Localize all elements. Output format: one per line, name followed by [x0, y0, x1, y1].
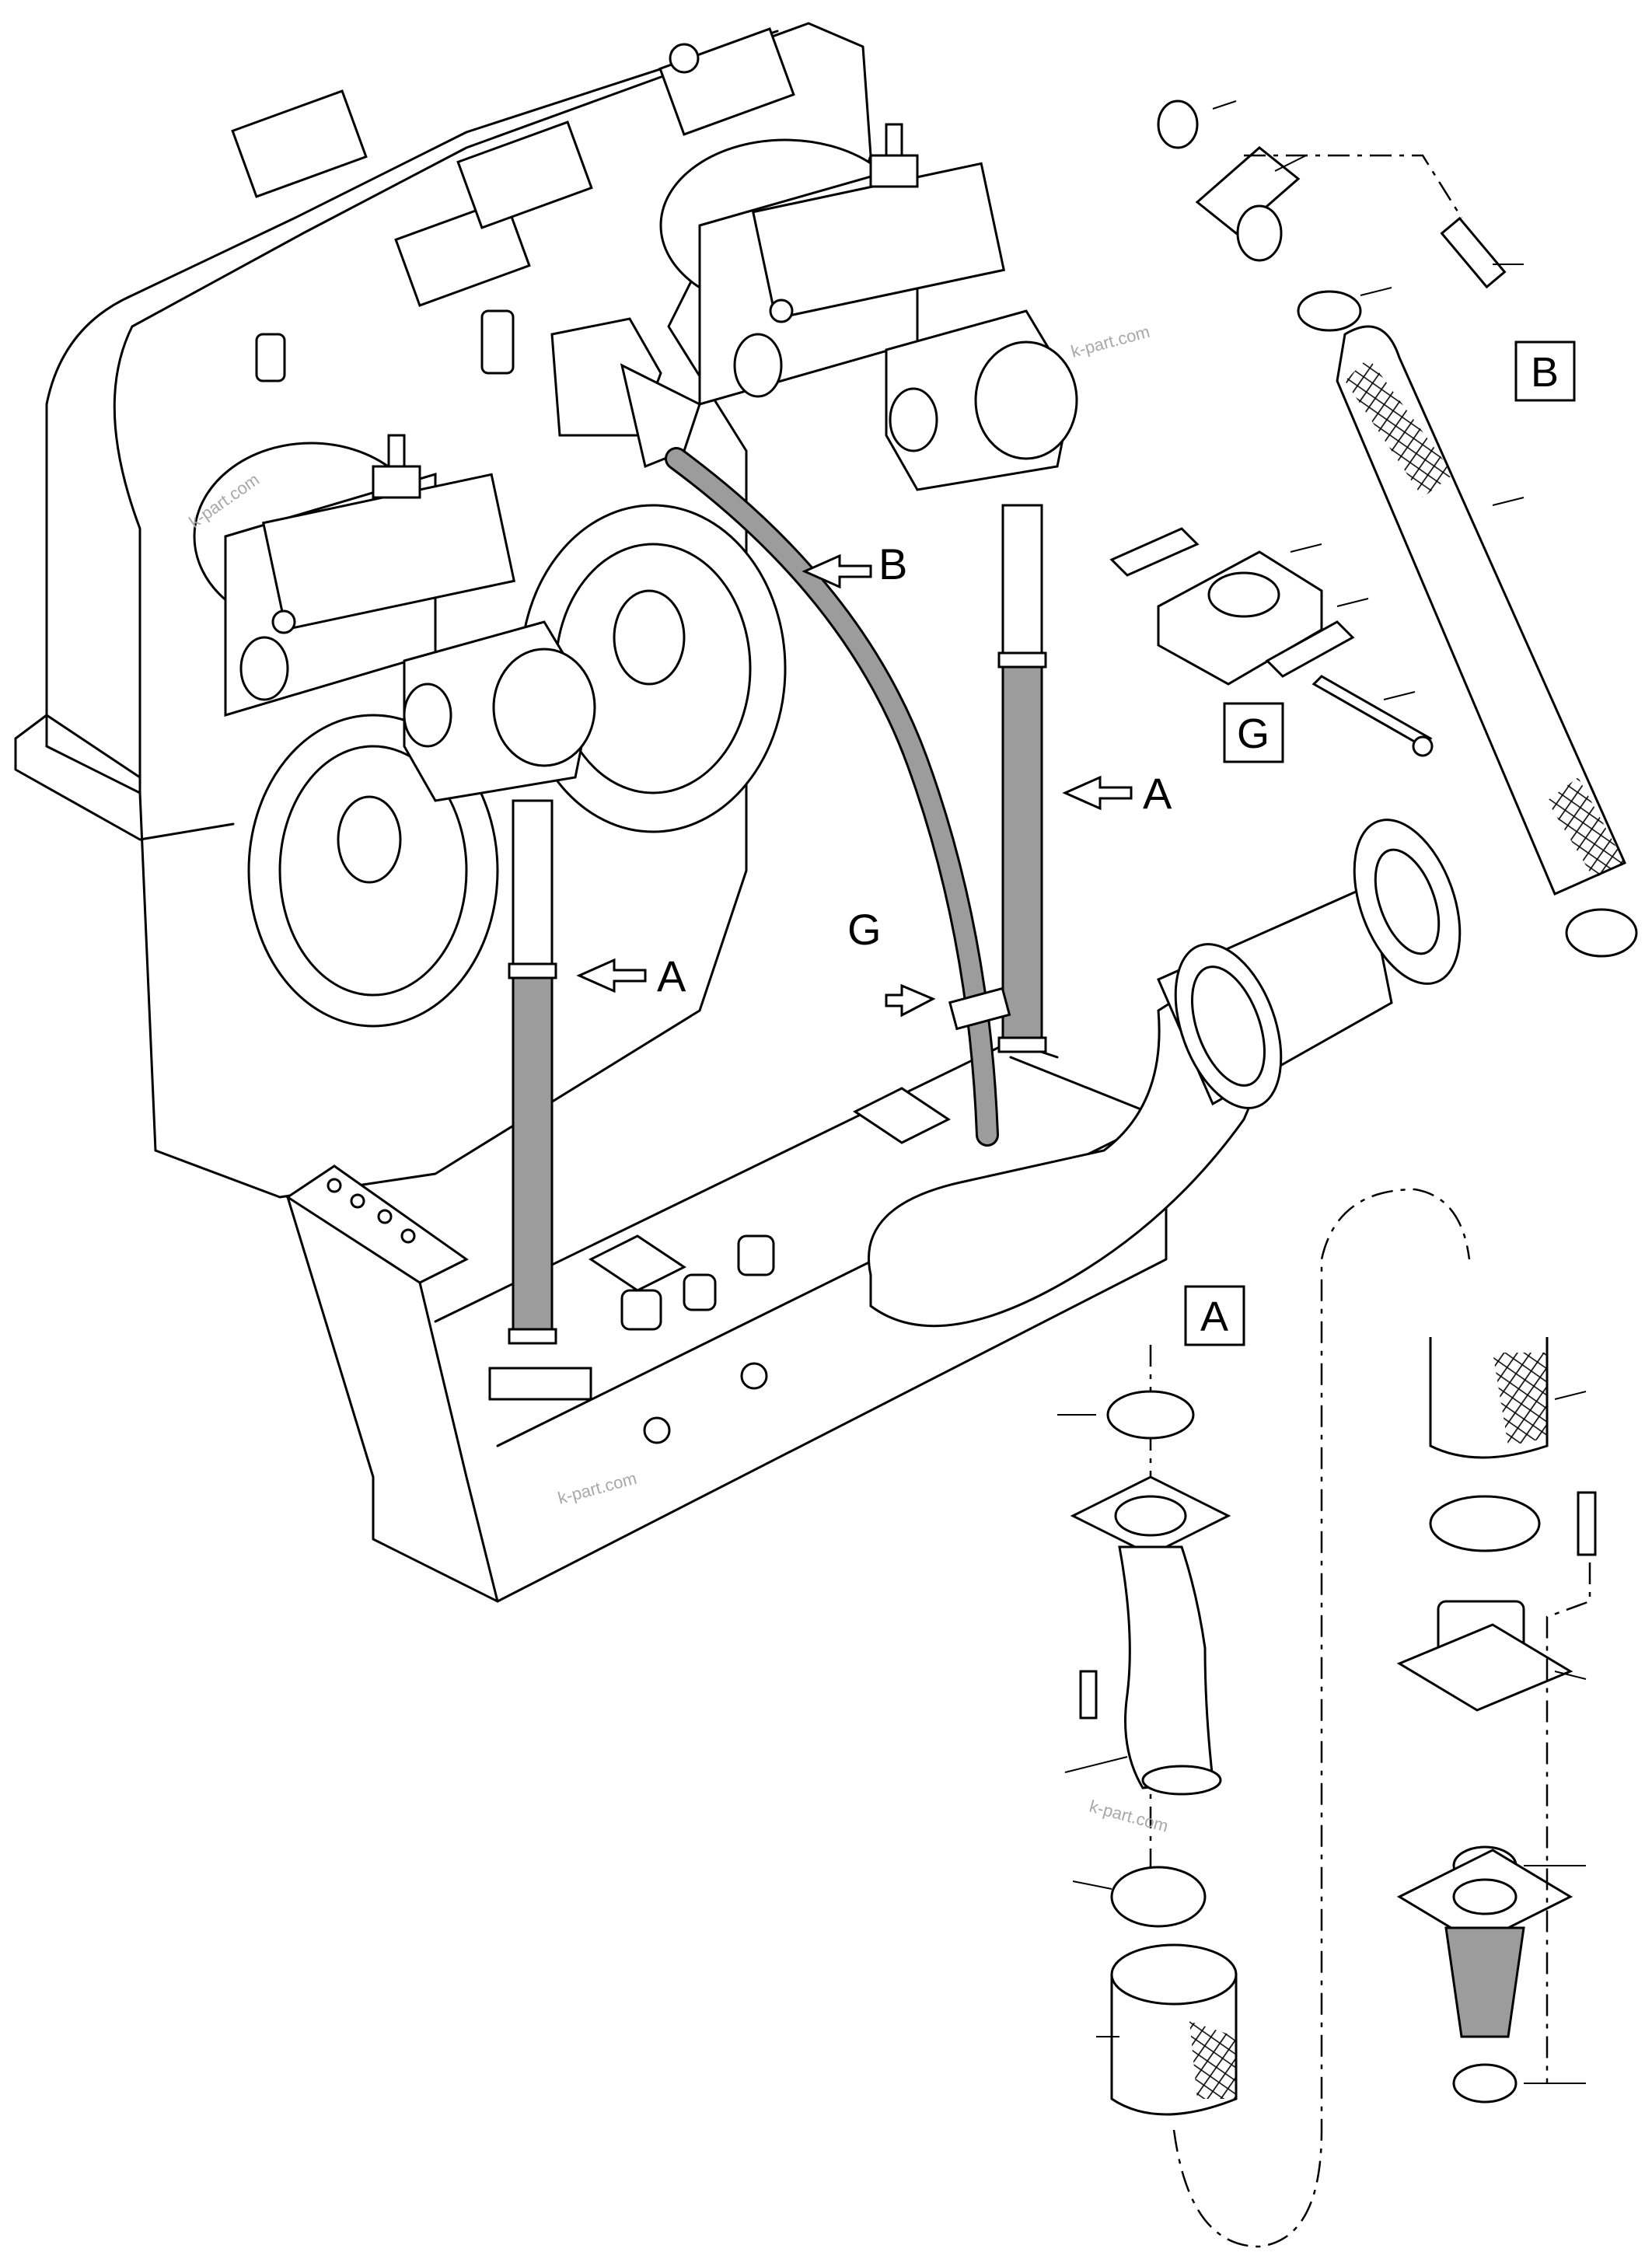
watermark: k-part.com [1069, 322, 1152, 361]
callout-g: G [1223, 702, 1284, 763]
detail-a [1057, 1188, 1597, 2248]
callout-a: A [1184, 1285, 1245, 1346]
svg-text:A: A [1200, 1294, 1228, 1340]
suction-pipe [868, 819, 1462, 1328]
base-frame [285, 1040, 1168, 1603]
arrow-g: G [847, 905, 936, 1018]
detail-g [1109, 527, 1434, 757]
arrow-a-left: A [576, 951, 686, 1000]
arrow-a-right: A [1062, 769, 1172, 818]
watermark: k-part.com [1088, 1796, 1171, 1836]
hose-left-a [508, 799, 557, 1345]
svg-text:A: A [657, 951, 686, 1000]
gearbox-housing [14, 22, 911, 1199]
detail-b [1157, 100, 1638, 958]
clamp-g [948, 986, 1011, 1031]
svg-text:B: B [1531, 349, 1559, 396]
callout-b: B [1514, 340, 1576, 402]
left-hydraulic-pump [224, 434, 596, 802]
watermark: k-part.com [556, 1468, 639, 1508]
svg-text:A: A [1143, 769, 1172, 818]
svg-text:G: G [847, 905, 882, 954]
hose-right-a [997, 504, 1047, 1053]
svg-text:B: B [878, 539, 907, 588]
svg-text:G: G [1237, 711, 1270, 757]
arrow-b: B [802, 539, 907, 589]
right-hydraulic-pump [550, 123, 1078, 491]
